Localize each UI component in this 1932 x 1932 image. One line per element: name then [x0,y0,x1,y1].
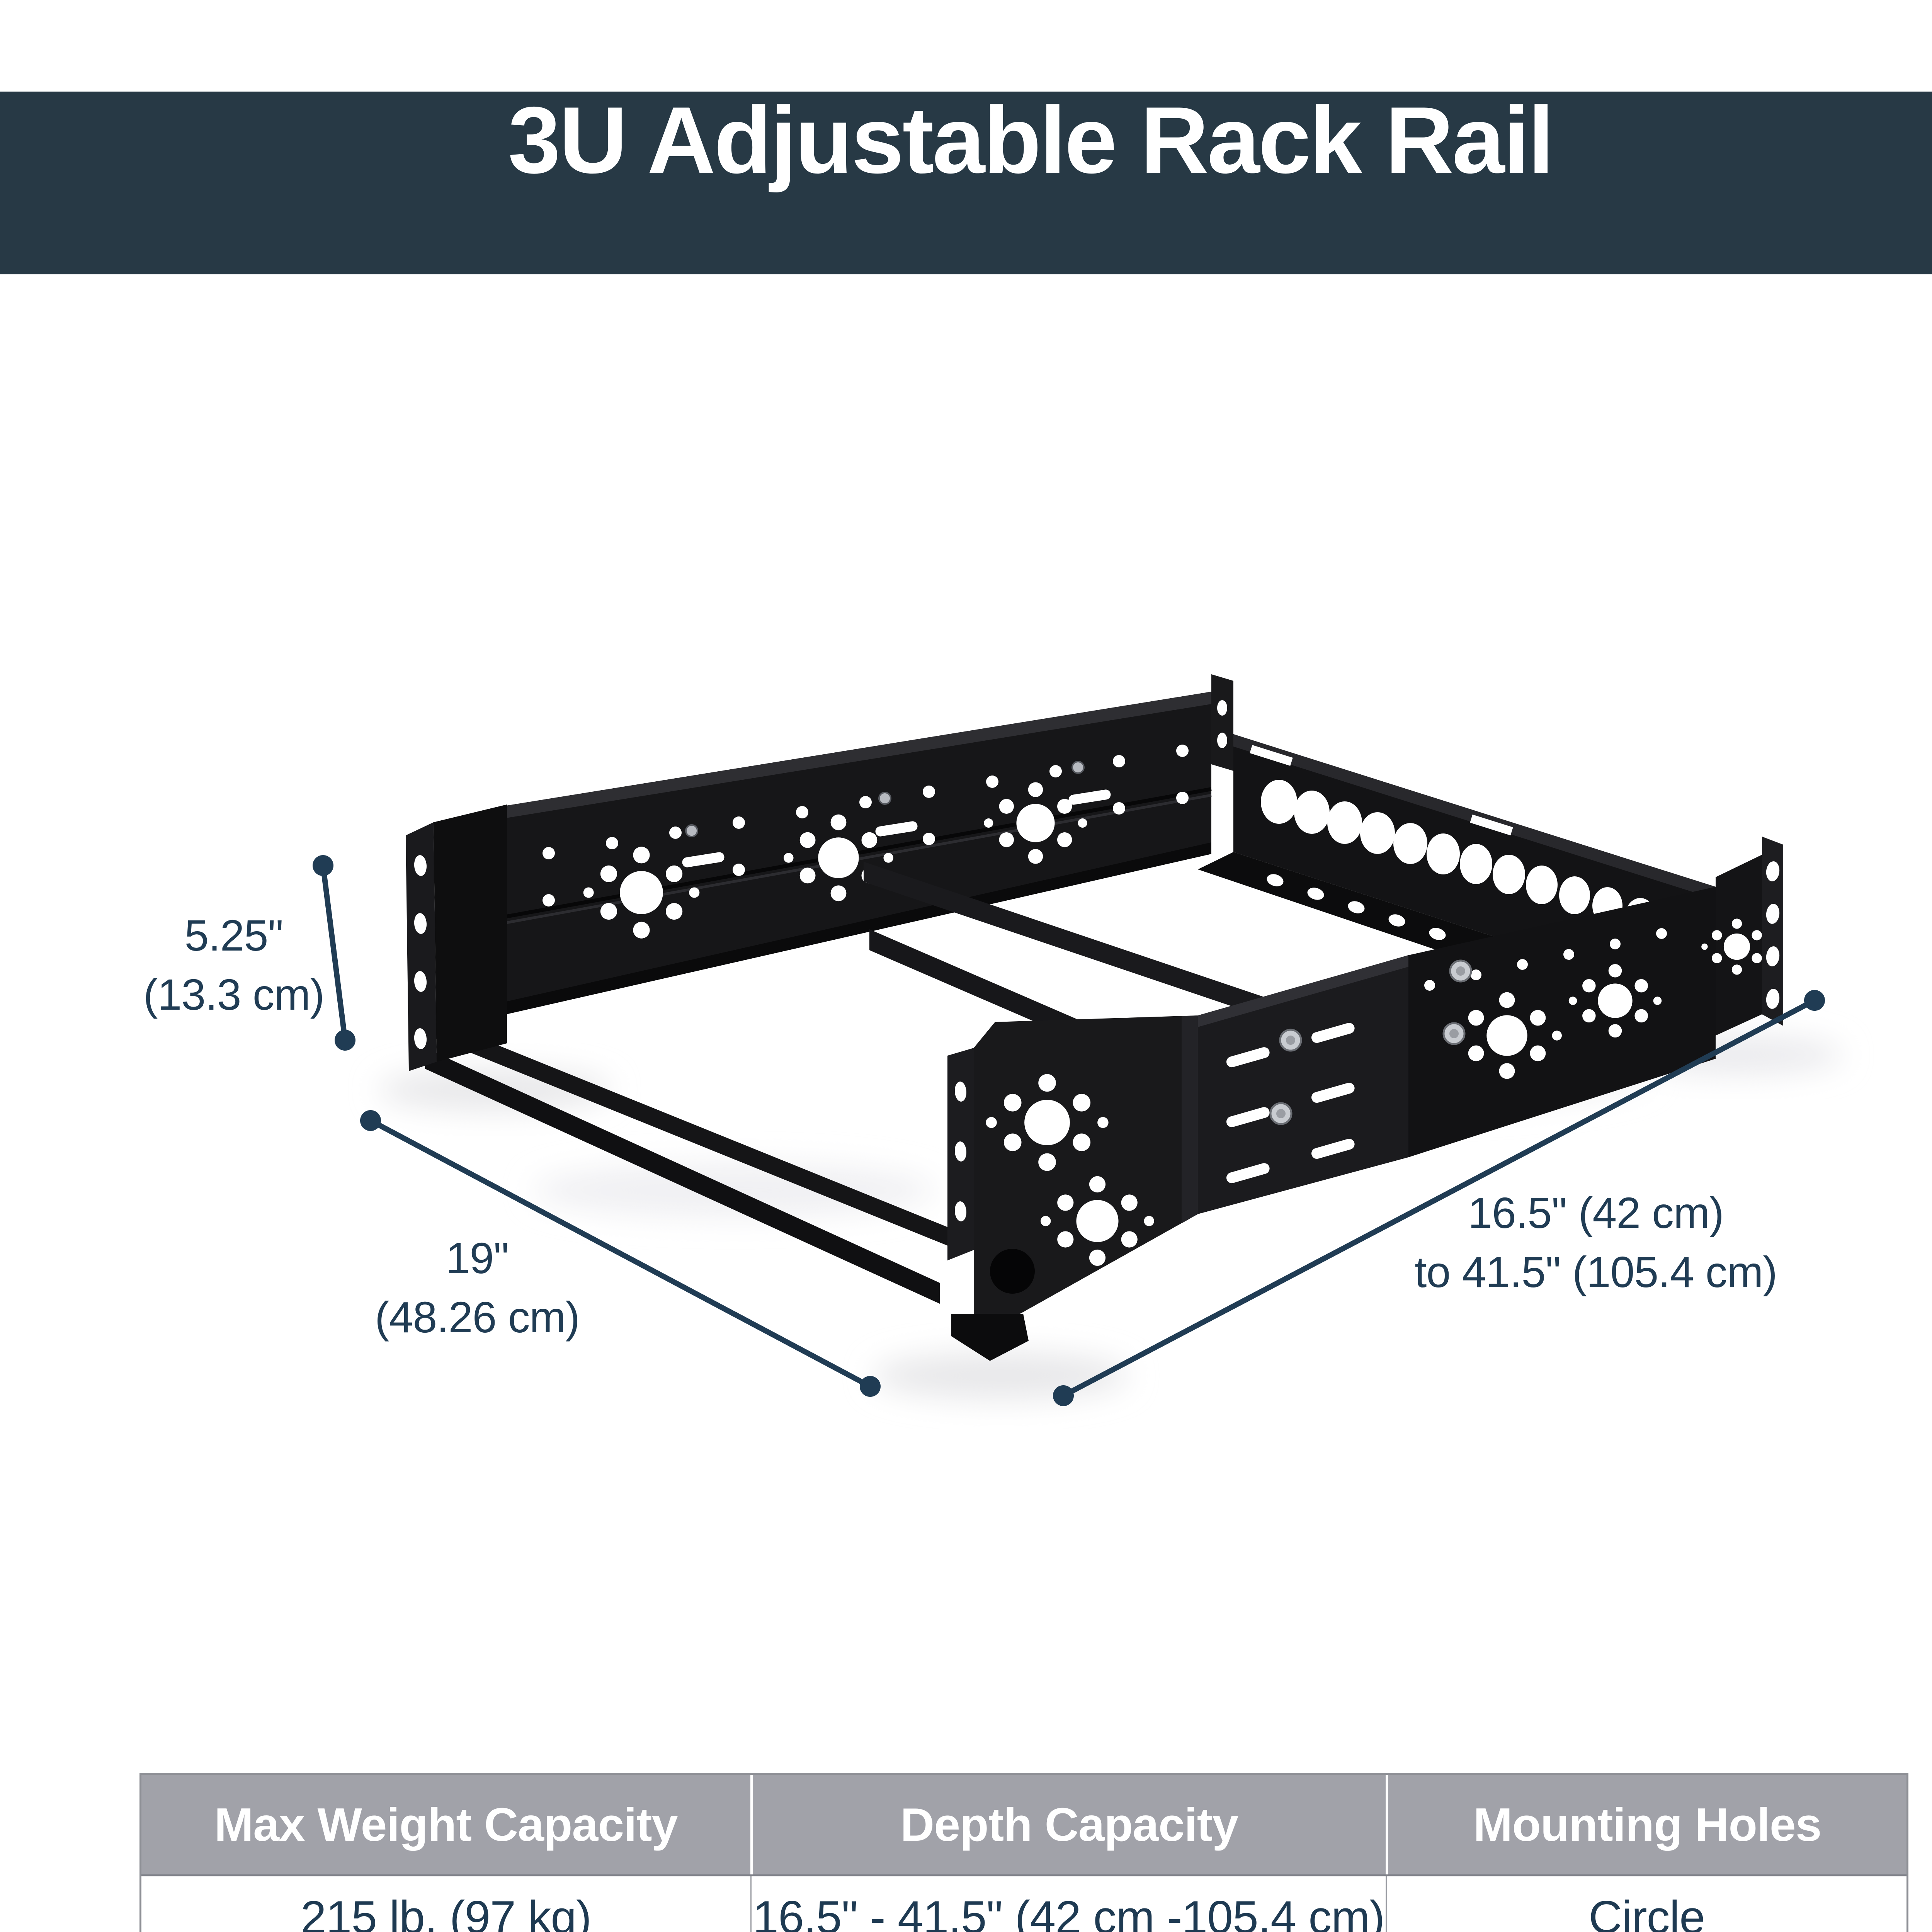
value-depth-capacity: 16.5" - 41.5" (42 cm -105.4 cm) [750,1876,1386,1932]
width-dimension-line [360,1110,881,1397]
header-depth-capacity: Depth Capacity [750,1775,1386,1874]
depth-value-range: to 41.5" (105.4 cm) [1414,1248,1777,1296]
front-bars [425,1020,950,1304]
left-rail [506,692,1212,1014]
height-dimension-line [313,855,355,1051]
value-mounting-holes: Circle [1386,1876,1906,1932]
rear-corner-flange [1211,674,1233,771]
header-mounting-holes: Mounting Holes [1386,1775,1906,1874]
front-bracket [947,1015,1198,1361]
right-mount-flange [1701,837,1783,1036]
spec-table-value-row: 215 lb. (97 kg) 16.5" - 41.5" (42 cm -10… [141,1876,1906,1932]
depth-dimension-line [1053,990,1825,1406]
header-max-weight: Max Weight Capacity [214,1798,678,1851]
height-dimension-label: 5.25" (13.3 cm) [41,906,427,1024]
depth-dimension-label: 16.5" (42 cm) to 41.5" (105.4 cm) [1287,1184,1905,1302]
width-dimension-label: 19" (48.26 cm) [284,1229,670,1347]
left-mount-flange [406,804,507,1071]
value-max-weight: 215 lb. (97 kg) [300,1891,592,1932]
height-value-metric: (13.3 cm) [143,970,325,1019]
adjustable-plates [1198,887,1716,1214]
spec-table-header-row: Max Weight Capacity Depth Capacity Mount… [141,1775,1906,1876]
spec-table: Max Weight Capacity Depth Capacity Mount… [139,1773,1908,1932]
height-value: 5.25" [184,911,283,960]
title-bar: 3U Adjustable Rack Rail [0,92,1932,274]
depth-value: 16.5" (42 cm) [1468,1189,1724,1237]
width-value: 19" [446,1234,509,1282]
rack-rail [406,674,1783,1361]
dimension-lines [313,855,1825,1406]
width-value-metric: (48.26 cm) [374,1293,580,1342]
page-title: 3U Adjustable Rack Rail [508,87,1554,193]
